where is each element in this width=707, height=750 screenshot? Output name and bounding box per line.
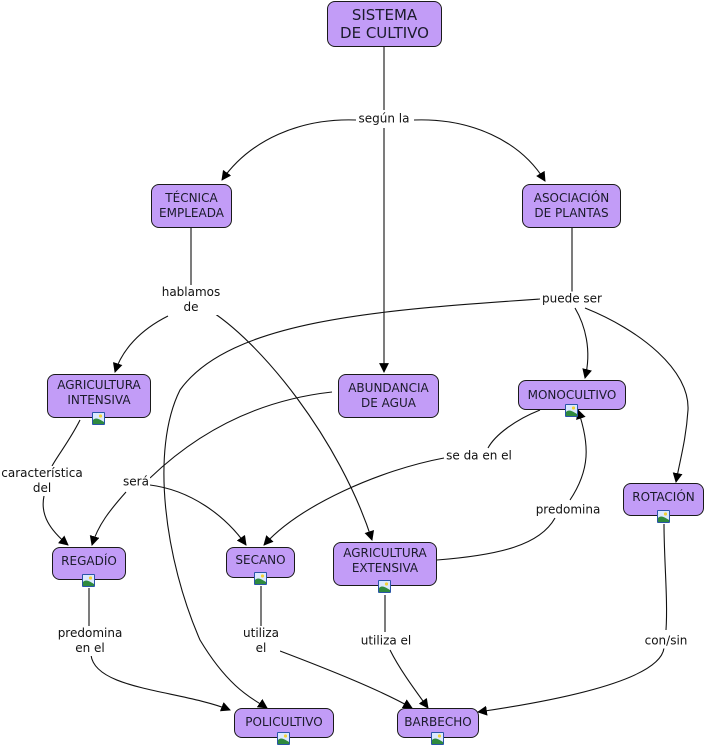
concept-asociacion-de-plantas[interactable]: ASOCIACIÓN DE PLANTAS (522, 184, 621, 228)
concept-label: ASOCIACIÓN DE PLANTAS (533, 191, 610, 220)
line-extensiva-predomina (436, 517, 556, 561)
line-sera-regadio (89, 491, 127, 546)
link-phrase-predomina[interactable]: predomina (534, 502, 602, 518)
concept-label: TÉCNICA EMPLEADA (159, 191, 224, 220)
line-monocultivo-seda (487, 409, 541, 449)
link-phrase-se-da-en-el[interactable]: se da en el (445, 448, 513, 464)
line-caracteristica-regadio (42, 495, 69, 546)
line-puede-policultivo (163, 298, 541, 709)
concept-agricultura-extensiva[interactable]: AGRICULTURA EXTENSIVA (333, 542, 437, 593)
line-puede-monocultivo (574, 307, 592, 379)
link-phrase-segun-la[interactable]: según la (357, 111, 411, 127)
concept-label: BARBECHO (404, 714, 472, 729)
line-hablamos-intensiva (112, 315, 169, 373)
concept-secano[interactable]: SECANO (226, 547, 295, 585)
line-segun-asociacion (413, 119, 546, 182)
line-intensiva-caracteristica (51, 419, 81, 467)
link-phrase-utiliza-el-extensiva[interactable]: utiliza el (359, 633, 413, 649)
link-phrase-caracteristica-del[interactable]: característica del (0, 466, 84, 496)
concept-barbecho[interactable]: BARBECHO (397, 708, 479, 745)
line-rotacion-consin (663, 523, 668, 631)
line-sera-secano (149, 484, 247, 546)
concept-label: MONOCULTIVO (527, 387, 617, 402)
concept-agricultura-intensiva[interactable]: AGRICULTURA INTENSIVA (47, 374, 151, 425)
image-attachment-icon[interactable] (253, 572, 267, 585)
line-segun-tecnica (221, 119, 357, 181)
line-puede-rotacion (584, 307, 689, 483)
line-seda-secano (263, 457, 445, 546)
image-attachment-icon[interactable] (82, 574, 95, 587)
link-phrase-hablamos-de[interactable]: hablamos de (160, 285, 222, 315)
concept-label: ROTACIÓN (632, 490, 695, 504)
concept-sistema-de-cultivo[interactable]: SISTEMA DE CULTIVO (327, 1, 442, 47)
concept-abundancia-de-agua[interactable]: ABUNDANCIA DE AGUA (338, 374, 439, 418)
concept-rotacion[interactable]: ROTACIÓN (623, 483, 704, 523)
link-phrase-puede-ser[interactable]: puede ser (541, 291, 603, 307)
concept-label: AGRICULTURA EXTENSIVA (343, 546, 427, 575)
line-consin-barbecho (477, 647, 665, 716)
line-abundancia-sera (149, 391, 333, 479)
concept-label: REGADÍO (61, 554, 117, 568)
concept-monocultivo[interactable]: MONOCULTIVO (518, 380, 626, 417)
concept-label: POLICULTIVO (245, 714, 323, 729)
line-hablamos-extensiva (205, 307, 374, 541)
image-attachment-icon[interactable] (656, 510, 670, 523)
image-attachment-icon[interactable] (431, 732, 444, 745)
image-attachment-icon[interactable] (277, 732, 290, 745)
line-utilizael-barbecho (389, 649, 429, 709)
line-predominaen-policultivo (90, 654, 231, 712)
link-phrase-utiliza-el-secano[interactable]: utiliza el (242, 626, 280, 656)
image-attachment-icon[interactable] (565, 404, 578, 417)
link-phrase-con-sin[interactable]: con/sin (643, 633, 689, 649)
line-utiliza-barbecho (279, 650, 413, 709)
concept-label: SECANO (235, 553, 286, 567)
link-phrase-predomina-en-el[interactable]: predomina en el (56, 626, 124, 656)
concept-tecnica-empleada[interactable]: TÉCNICA EMPLEADA (151, 184, 232, 228)
link-phrase-sera[interactable]: será (122, 474, 150, 490)
line-predomina-monocultivo (569, 409, 587, 501)
image-attachment-icon[interactable] (378, 580, 391, 593)
concept-label: AGRICULTURA INTENSIVA (57, 378, 141, 407)
concept-label: ABUNDANCIA DE AGUA (348, 381, 429, 410)
concept-policultivo[interactable]: POLICULTIVO (234, 708, 334, 745)
image-attachment-icon[interactable] (92, 412, 105, 425)
concept-label: SISTEMA DE CULTIVO (340, 6, 429, 42)
concept-regadio[interactable]: REGADÍO (52, 547, 126, 587)
